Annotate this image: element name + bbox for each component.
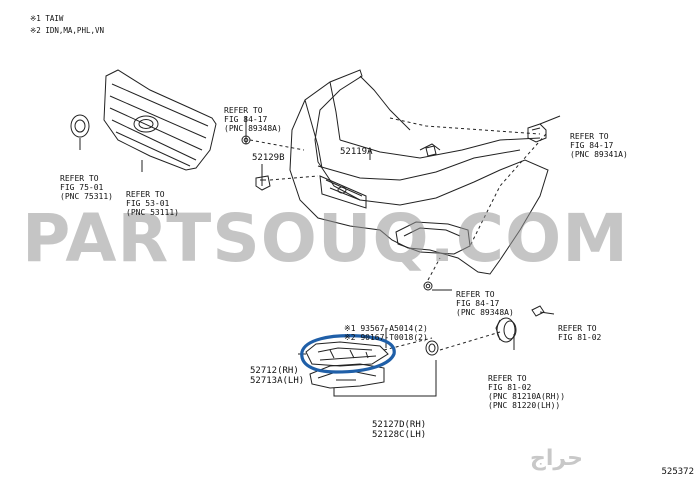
site-logo: حراج [530, 446, 583, 471]
watermark-text: PARTSOUQ.COM [22, 200, 629, 277]
bulb-ring [425, 340, 439, 356]
emblem [70, 114, 90, 138]
clip-right [527, 123, 547, 143]
note-regions: ※2 IDN,MA,PHL,VN [30, 26, 105, 35]
label-bezel-parts: 52127D(RH)52128C(LH) [372, 420, 427, 440]
label-fasteners: ※1 93567-A5014(2)※2 90167-T0018(2) [344, 324, 428, 342]
radiator-grille [103, 69, 217, 171]
highlight-outline [300, 334, 396, 374]
label-cover-parts: 52712(RH)52713A(LH) [250, 366, 305, 386]
fog-cover [305, 341, 389, 367]
label-52129B: 52129B [252, 153, 285, 163]
clip-mid [423, 281, 433, 291]
label-52119A: 52119A [340, 147, 373, 157]
figure-number: 525372 [661, 467, 694, 477]
screw [531, 305, 555, 317]
front-bumper [289, 69, 549, 275]
note-taiw: ※1 TAIW [30, 14, 64, 23]
fog-lamp [495, 317, 517, 343]
clip-52129B [255, 175, 271, 191]
